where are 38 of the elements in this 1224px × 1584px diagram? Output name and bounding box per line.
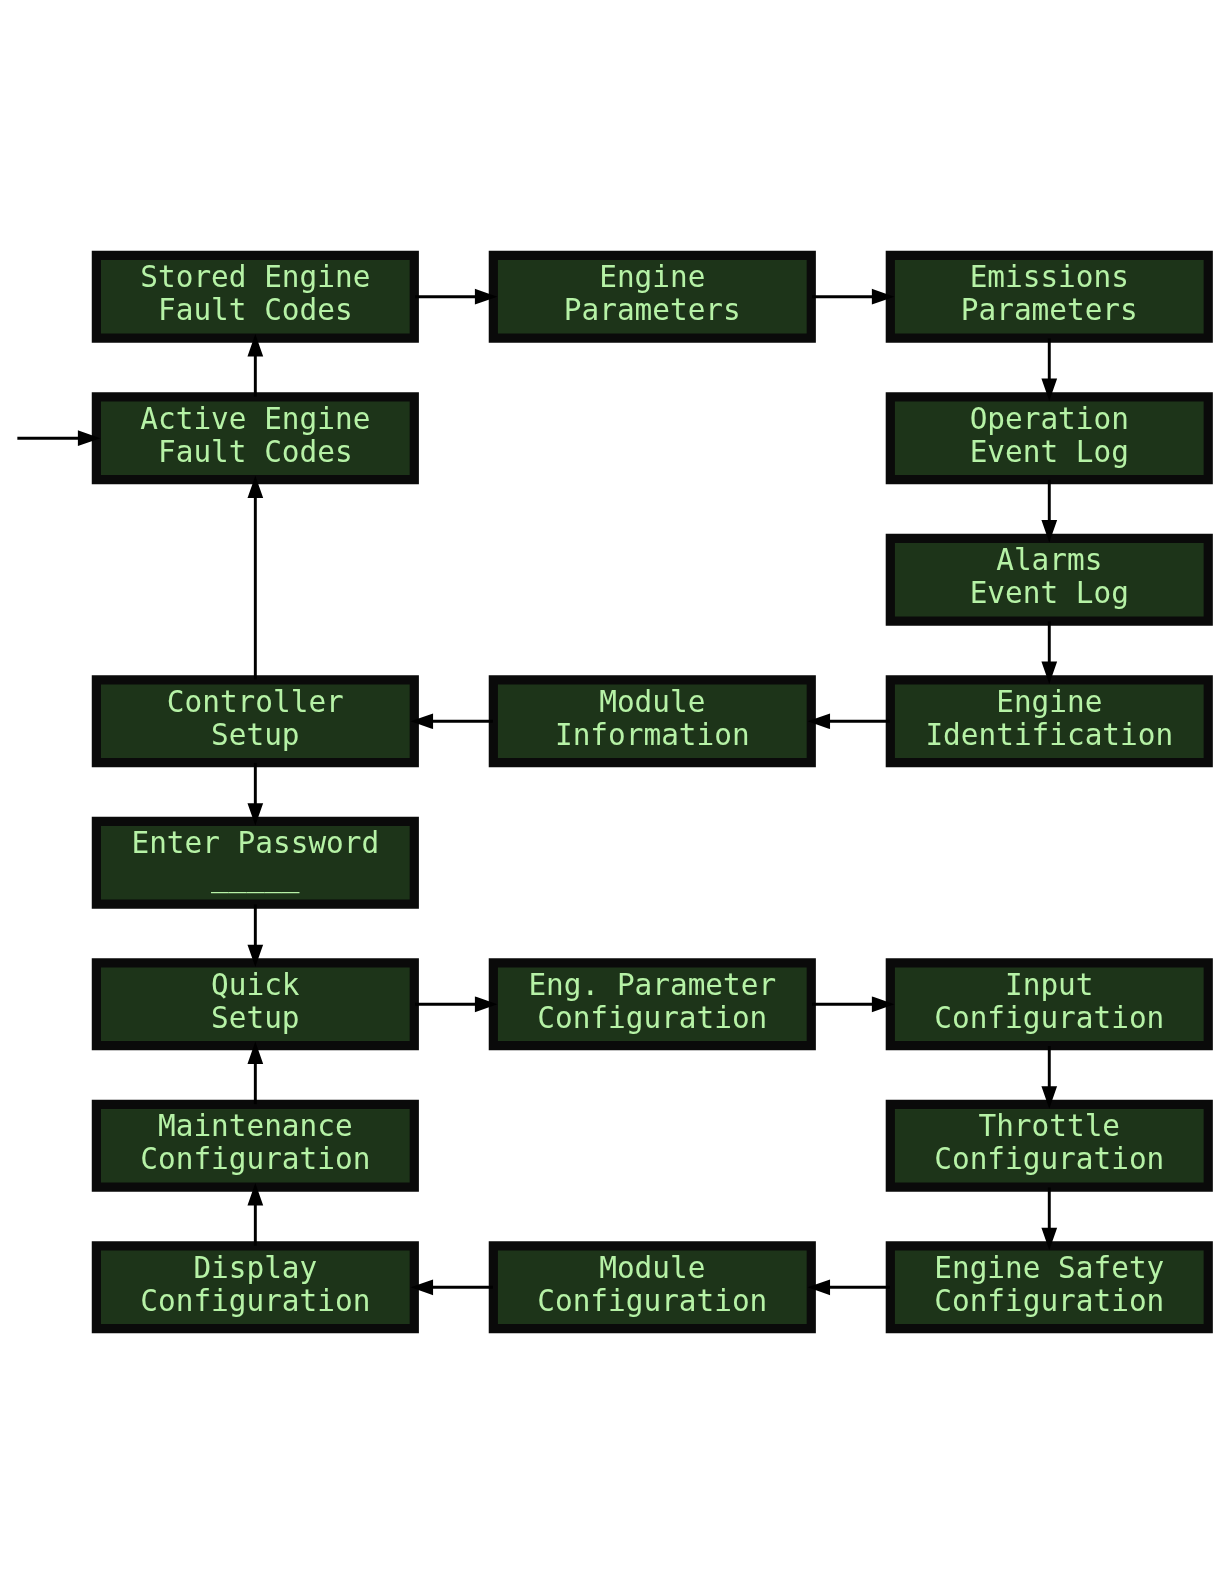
node-box: Emissions Parameters xyxy=(885,250,1213,343)
arrow xyxy=(247,333,264,397)
arrow xyxy=(17,430,101,447)
arrow xyxy=(1041,1045,1058,1109)
arrow xyxy=(247,1183,264,1246)
node-box: Engine Parameters xyxy=(488,250,816,343)
node-box: Eng. Parameter Configuration xyxy=(488,958,816,1051)
arrow xyxy=(415,996,498,1013)
node-box: Module Configuration xyxy=(488,1241,816,1334)
arrow xyxy=(812,996,895,1013)
arrow xyxy=(1041,1187,1058,1251)
arrow xyxy=(410,713,493,730)
node-box: Active Engine Fault Codes xyxy=(91,392,419,485)
arrow xyxy=(1041,338,1058,402)
node-box: Engine Identification xyxy=(885,675,1213,768)
arrow xyxy=(1041,479,1058,543)
node-box: Engine Safety Configuration xyxy=(885,1241,1213,1334)
node-box: Operation Event Log xyxy=(885,392,1213,485)
arrow xyxy=(415,288,498,305)
node-box: Stored Engine Fault Codes xyxy=(91,250,419,343)
arrow xyxy=(247,475,264,680)
node-box: Display Configuration xyxy=(91,1241,419,1334)
node-box: Module Information xyxy=(488,675,816,768)
arrow xyxy=(812,288,895,305)
arrow xyxy=(807,713,890,730)
node-box: Maintenance Configuration xyxy=(91,1099,419,1192)
node-box: Enter Password _____ xyxy=(91,816,419,909)
node-box: Throttle Configuration xyxy=(885,1099,1213,1192)
node-box: Controller Setup xyxy=(91,675,419,768)
node-box: Input Configuration xyxy=(885,958,1213,1051)
node-box: Quick Setup xyxy=(91,958,419,1051)
arrow xyxy=(247,762,264,826)
arrow xyxy=(247,904,264,968)
arrow xyxy=(1041,621,1058,685)
arrow xyxy=(247,1041,264,1105)
arrow xyxy=(807,1279,890,1296)
arrow xyxy=(410,1279,493,1296)
node-box: Alarms Event Log xyxy=(885,533,1213,626)
